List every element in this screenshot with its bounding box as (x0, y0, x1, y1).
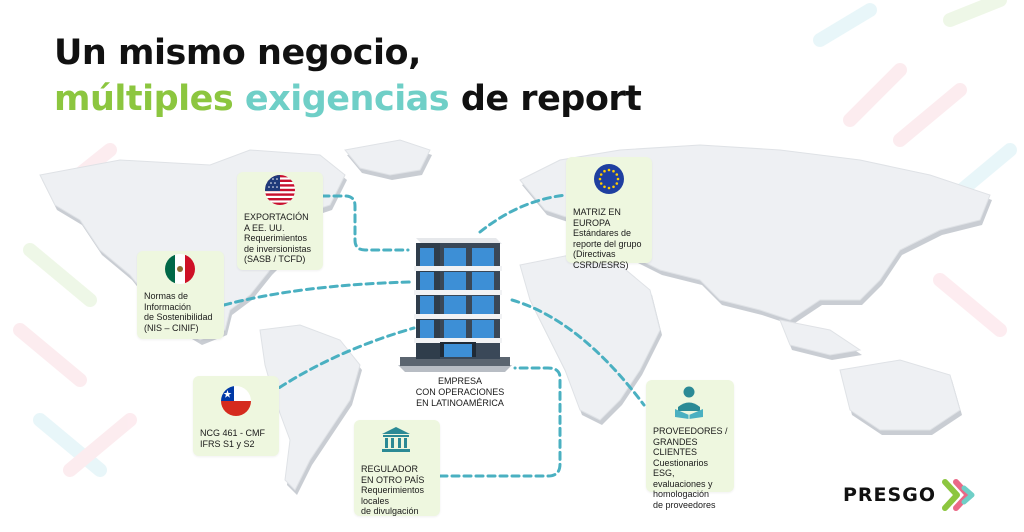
title-highlight-1: múltiples (54, 79, 234, 119)
brand-chevrons-icon (941, 479, 975, 511)
card-suppliers-line: Cuestionarios ESG, (653, 457, 709, 479)
card-suppliers-text: PROVEEDORES / GRANDES CLIENTES Cuestiona… (653, 426, 729, 510)
card-mexico-text: Normas de Información de Sostenibilidad … (144, 291, 219, 333)
connector-suppliers (510, 298, 646, 407)
card-regulator-text: REGULADOR EN OTRO PAÍS Requerimientos lo… (361, 464, 435, 517)
card-chile: NCG 461 - CMF IFRS S1 y S2 (193, 376, 279, 456)
connector-mexico (222, 280, 412, 307)
card-europe-line: MATRIZ EN EUROPA (573, 207, 621, 228)
center-label-line: CON OPERACIONES (415, 387, 505, 397)
center-label-line: EMPRESA (437, 376, 482, 386)
office-building-icon (398, 238, 512, 372)
card-usa-line: EXPORTACIÓN (244, 212, 309, 222)
brand-name: PRESGO (843, 484, 936, 506)
center-label-line: EN LATINOAMÉRICA (416, 398, 504, 408)
connector-chile (248, 326, 416, 410)
card-regulator-line: EN OTRO PAÍS (361, 474, 425, 485)
card-regulator-line: locales (361, 495, 390, 506)
card-suppliers-line: de proveedores (653, 499, 716, 510)
card-regulator: REGULADOR EN OTRO PAÍS Requerimientos lo… (354, 420, 440, 516)
card-europe-line: Estándares de (573, 228, 632, 238)
card-chile-line: IFRS S1 y S2 (200, 438, 255, 449)
card-suppliers-line: PROVEEDORES / (653, 426, 728, 436)
card-mexico-line: de Sostenibilidad (144, 312, 213, 322)
card-suppliers-line: homologación (653, 489, 710, 499)
card-usa-text: EXPORTACIÓN A EE. UU. Requerimientos de … (244, 212, 318, 265)
card-usa-line: (SASB / TCFD) (244, 254, 306, 264)
card-europe-line: reporte del grupo (573, 238, 642, 249)
card-regulator-line: REGULADOR (361, 464, 419, 474)
connector-usa (320, 194, 410, 252)
usa-flag-icon (265, 175, 295, 205)
eu-flag-icon (594, 164, 624, 194)
mexico-flag-icon (165, 254, 195, 284)
title-rest: de report (460, 79, 642, 119)
card-usa-line: A EE. UU. (244, 222, 285, 233)
card-suppliers: PROVEEDORES / GRANDES CLIENTES Cuestiona… (646, 380, 734, 510)
card-mexico-line: (NIS – CINIF) (144, 322, 199, 333)
card-europe-line: CSRD/ESRS) (573, 259, 629, 270)
page-title: Un mismo negocio, múltiples exigencias d… (54, 30, 642, 122)
card-chile-text: NCG 461 - CMF IFRS S1 y S2 (200, 428, 274, 449)
card-suppliers-line: GRANDES CLIENTES (653, 436, 698, 458)
bank-building-icon (381, 426, 411, 454)
card-mexico-line: Información (144, 301, 192, 312)
card-regulator-line: de divulgación (361, 506, 419, 516)
card-usa-line: de inversionistas (244, 243, 312, 254)
chile-flag-icon (221, 386, 251, 416)
title-line-1: Un mismo negocio, (54, 33, 421, 73)
card-chile-line: NCG 461 - CMF (200, 428, 266, 438)
card-usa-line: Requerimientos (244, 233, 308, 243)
center-company-label: EMPRESA CON OPERACIONES EN LATINOAMÉRICA (404, 376, 516, 409)
title-line-2: múltiples exigencias de report (54, 76, 642, 122)
card-suppliers-line: evaluaciones y (653, 478, 713, 489)
card-usa: EXPORTACIÓN A EE. UU. Requerimientos de … (237, 172, 323, 270)
card-europe: MATRIZ EN EUROPA Estándares de reporte d… (566, 157, 652, 270)
connector-regulator (438, 366, 562, 478)
card-regulator-line: Requerimientos (361, 485, 425, 495)
card-europe-line: (Directivas (573, 249, 616, 259)
title-highlight-2: exigencias (244, 79, 450, 119)
connector-europe (478, 193, 568, 234)
presgo-logo: PRESGO (843, 478, 982, 512)
suppliers-reading-icon (673, 385, 705, 419)
card-mexico-line: Normas de (144, 291, 189, 301)
connector-lines (222, 193, 646, 478)
card-europe-text: MATRIZ EN EUROPA Estándares de reporte d… (573, 207, 647, 270)
card-mexico: Normas de Información de Sostenibilidad … (137, 251, 224, 339)
